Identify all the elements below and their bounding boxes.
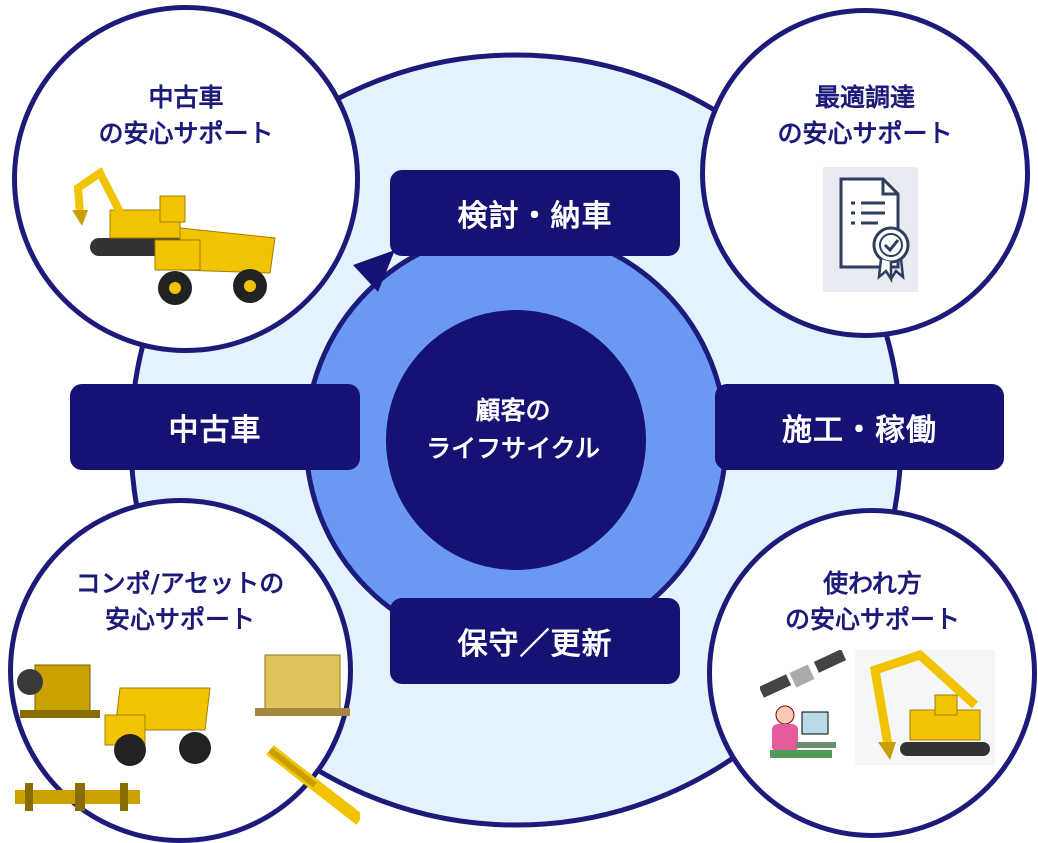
engine-icon bbox=[17, 664, 100, 718]
center-label-line2: ライフサイクル bbox=[426, 434, 600, 463]
center-label-line1: 顧客の bbox=[475, 396, 551, 425]
usage-illustration bbox=[760, 650, 995, 765]
corner-title-line1: 中古車 bbox=[148, 83, 224, 112]
operator-at-computer-icon bbox=[770, 705, 836, 758]
dump-truck-icon bbox=[104, 687, 211, 766]
corner-usage-title: 使われ方 の安心サポート bbox=[735, 566, 1010, 638]
dump-truck-icon bbox=[154, 227, 276, 305]
corner-title-line1: 使われ方 bbox=[823, 569, 922, 598]
corner-procurement-title: 最適調達 の安心サポート bbox=[730, 80, 1000, 152]
corner-title-line2: の安心サポート bbox=[777, 119, 953, 148]
corner-title-line2: の安心サポート bbox=[98, 119, 274, 148]
satellite-icon bbox=[760, 650, 847, 698]
machines-illustration bbox=[72, 167, 276, 305]
center-circle bbox=[386, 310, 646, 570]
stage-construction-operation: 施工・稼働 bbox=[715, 384, 1004, 470]
hydraulic-cylinder-icon bbox=[266, 745, 360, 825]
corner-title-line1: 最適調達 bbox=[814, 83, 915, 112]
corner-title-line2: 安心サポート bbox=[104, 605, 255, 634]
components-illustration bbox=[15, 654, 360, 825]
component-crate-icon bbox=[255, 654, 350, 716]
corner-used-vehicle-title: 中古車 の安心サポート bbox=[46, 80, 326, 152]
center-label: 顧客の ライフサイクル bbox=[388, 392, 638, 468]
certificate-document-icon bbox=[823, 167, 918, 292]
stage-used-vehicle: 中古車 bbox=[70, 384, 360, 470]
corner-component-title: コンポ/アセットの 安心サポート bbox=[40, 566, 320, 638]
excavator-icon bbox=[855, 650, 995, 765]
corner-title-line2: の安心サポート bbox=[784, 605, 960, 634]
stage-maintenance-renewal: 保守／更新 bbox=[390, 598, 680, 684]
stage-consider-delivery: 検討・納車 bbox=[390, 170, 680, 256]
drive-shaft-icon bbox=[15, 783, 140, 811]
cycle-arrow-icon bbox=[353, 250, 395, 292]
corner-title-line1: コンポ/アセットの bbox=[75, 569, 285, 598]
